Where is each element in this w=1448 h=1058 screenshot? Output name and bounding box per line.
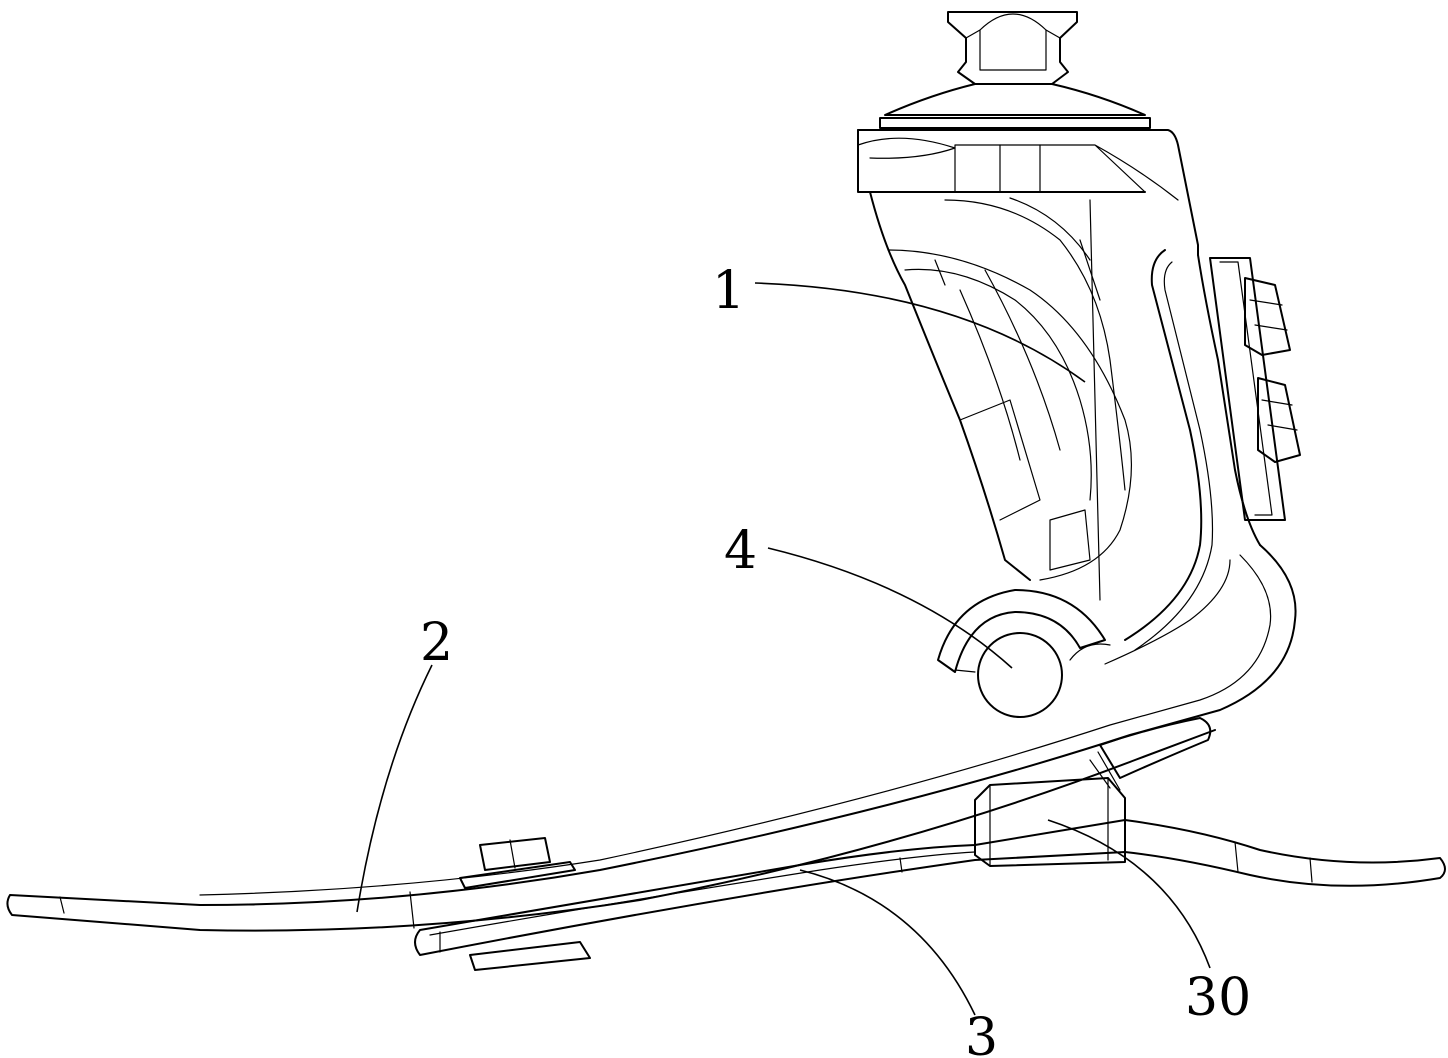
callout-1: 1: [712, 261, 745, 321]
leader-lines: [356, 282, 1211, 1016]
leader-1: [754, 282, 1086, 383]
leader-30: [1047, 819, 1211, 969]
sole-spring: [414, 751, 1446, 971]
callout-3: 3: [965, 1008, 998, 1058]
callout-30: 30: [1185, 968, 1251, 1028]
foot-keel: [6, 544, 1297, 932]
leader-3: [799, 869, 976, 1016]
ankle-pivot: [937, 589, 1111, 718]
leader-4: [767, 547, 1013, 669]
pyramid-adapter: [879, 11, 1151, 129]
callout-2: 2: [420, 613, 453, 673]
callout-labels: 1 2 3 4 30: [420, 261, 1251, 1058]
leader-2: [356, 664, 433, 913]
callout-4: 4: [724, 521, 757, 581]
ankle-body: [857, 129, 1301, 651]
